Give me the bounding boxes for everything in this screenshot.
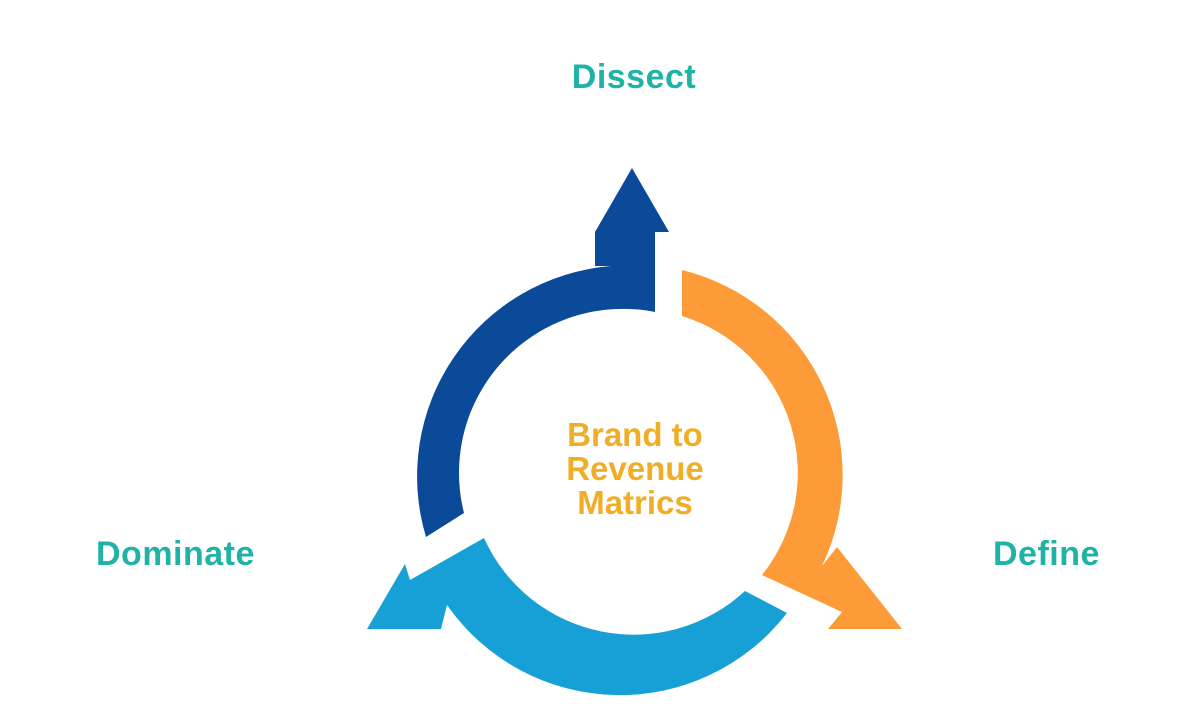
- arrow-define-orange: [682, 270, 902, 629]
- arrow-dominate-light-blue: [367, 538, 787, 696]
- stage-label-dominate: Dominate: [96, 535, 255, 573]
- center-title-line-3: Matrics: [577, 484, 693, 521]
- center-title-line-1: Brand to: [567, 416, 703, 453]
- stage-label-dissect: Dissect: [571, 58, 697, 96]
- stage-label-define: Define: [993, 535, 1100, 573]
- arrow-dissect-dark-blue: [417, 168, 669, 537]
- center-title: Brand to Revenue Matrics: [520, 418, 750, 520]
- center-title-line-2: Revenue: [566, 450, 704, 487]
